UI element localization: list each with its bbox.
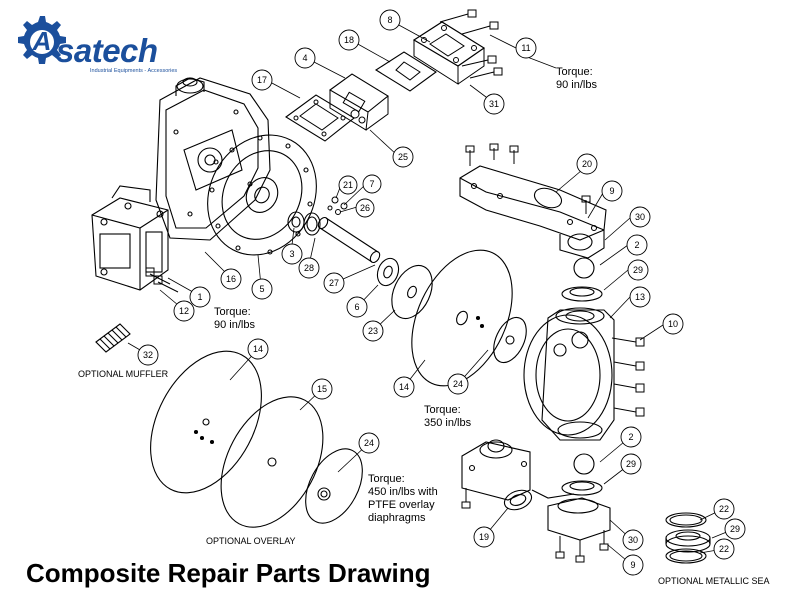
callout-23: 23 <box>368 326 378 336</box>
callout-5: 5 <box>259 284 264 294</box>
shaft-27 <box>317 216 381 264</box>
gear-icon: A <box>18 16 66 64</box>
callout-22-top: 22 <box>719 504 729 514</box>
diaphragm-14-left <box>150 350 262 494</box>
callout-12: 12 <box>179 306 189 316</box>
callout-31: 31 <box>489 99 499 109</box>
torque-note-14: Torque:350 in/lbs <box>424 404 472 429</box>
callout-14-center: 14 <box>399 382 409 392</box>
u-cup-seal-28 <box>303 212 321 236</box>
callout-4: 4 <box>302 53 307 63</box>
inlet-manifold-19 <box>461 439 611 541</box>
logo-letter-a: A <box>32 26 52 56</box>
pilot-valve-housing-16 <box>91 185 169 291</box>
fluid-chamber-13 <box>523 307 615 441</box>
inner-piston-6 <box>376 257 400 287</box>
callout-19: 19 <box>479 532 489 542</box>
gasket-18 <box>374 51 437 92</box>
callout-circles <box>137 9 746 576</box>
diaphragm-14-center <box>411 249 513 387</box>
callout-numbers: 8 11 18 31 4 17 25 21 7 26 20 9 30 2 29 … <box>143 15 740 570</box>
callout-30-top: 30 <box>635 212 645 222</box>
outer-piston-24-lower <box>305 448 363 524</box>
cap-screws-11 <box>439 9 503 79</box>
torque-note-11: Torque:90 in/lbs <box>556 66 597 91</box>
bolts-fluid-chamber-10 <box>611 337 645 417</box>
check-ball-2-bottom <box>573 453 595 475</box>
callout-6: 6 <box>354 302 359 312</box>
valve-cover-8 <box>412 21 486 85</box>
logo-wordmark: satech <box>56 32 158 69</box>
callout-25: 25 <box>398 152 408 162</box>
callout-2-top: 2 <box>634 240 639 250</box>
seat-o-ring-29-bottom <box>561 480 603 496</box>
callout-26: 26 <box>360 203 370 213</box>
page-title: Composite Repair Parts Drawing <box>26 558 431 588</box>
callout-7: 7 <box>369 179 374 189</box>
bushing-3 <box>287 211 305 233</box>
callout-15: 15 <box>317 384 327 394</box>
callout-11: 11 <box>521 43 530 53</box>
callout-8: 8 <box>387 15 392 25</box>
callout-16: 16 <box>226 274 236 284</box>
logo-tagline: Industrial Equipments - Accessories <box>90 68 178 74</box>
callout-22-bottom: 22 <box>719 544 729 554</box>
callout-9-bottom: 9 <box>630 560 635 570</box>
metallic-seat-set <box>665 512 711 564</box>
center-section <box>155 77 271 241</box>
callout-24-center: 24 <box>453 379 463 389</box>
back-up-diaphragm-23 <box>391 264 433 320</box>
callout-24-lower: 24 <box>364 438 374 448</box>
callout-28: 28 <box>304 263 314 273</box>
asatech-logo: A satech Industrial Equipments - Accesso… <box>8 10 198 74</box>
callout-30-bottom: 30 <box>628 535 638 545</box>
callout-20: 20 <box>582 159 592 169</box>
bolts-top-manifold <box>465 143 591 214</box>
callout-29-metallic: 29 <box>730 524 740 534</box>
small-hardware-21-7-26 <box>327 196 348 215</box>
bolts-bottom-manifold <box>461 488 609 563</box>
torque-note-12: Torque:90 in/lbs <box>214 306 255 331</box>
check-ball-2-top <box>573 257 595 279</box>
optional-metallic-seat-label: OPTIONAL METALLIC SEA <box>658 576 770 586</box>
valve-body-4 <box>328 73 389 131</box>
seat-o-ring-29-top <box>561 286 603 302</box>
cap-screws-12 <box>145 267 179 293</box>
callout-1: 1 <box>197 292 202 302</box>
callout-10: 10 <box>668 319 678 329</box>
callout-21: 21 <box>343 180 353 190</box>
optional-overlay-label: OPTIONAL OVERLAY <box>206 536 296 546</box>
callout-13: 13 <box>635 292 645 302</box>
callout-29-top: 29 <box>633 265 643 275</box>
callout-14-left: 14 <box>253 344 263 354</box>
callout-29-bottom: 29 <box>626 459 636 469</box>
discharge-manifold-20 <box>459 165 607 259</box>
callout-27: 27 <box>329 278 339 288</box>
ptfe-overlay-15 <box>220 396 324 528</box>
callout-9-top: 9 <box>609 186 614 196</box>
optional-muffler-label: OPTIONAL MUFFLER <box>78 369 169 379</box>
callout-3: 3 <box>289 249 294 259</box>
callout-18: 18 <box>344 35 354 45</box>
callout-17: 17 <box>257 75 267 85</box>
muffler-32 <box>95 323 131 353</box>
outer-piston-24-center <box>493 316 527 364</box>
callout-2-bottom: 2 <box>628 432 633 442</box>
callout-32: 32 <box>143 350 153 360</box>
